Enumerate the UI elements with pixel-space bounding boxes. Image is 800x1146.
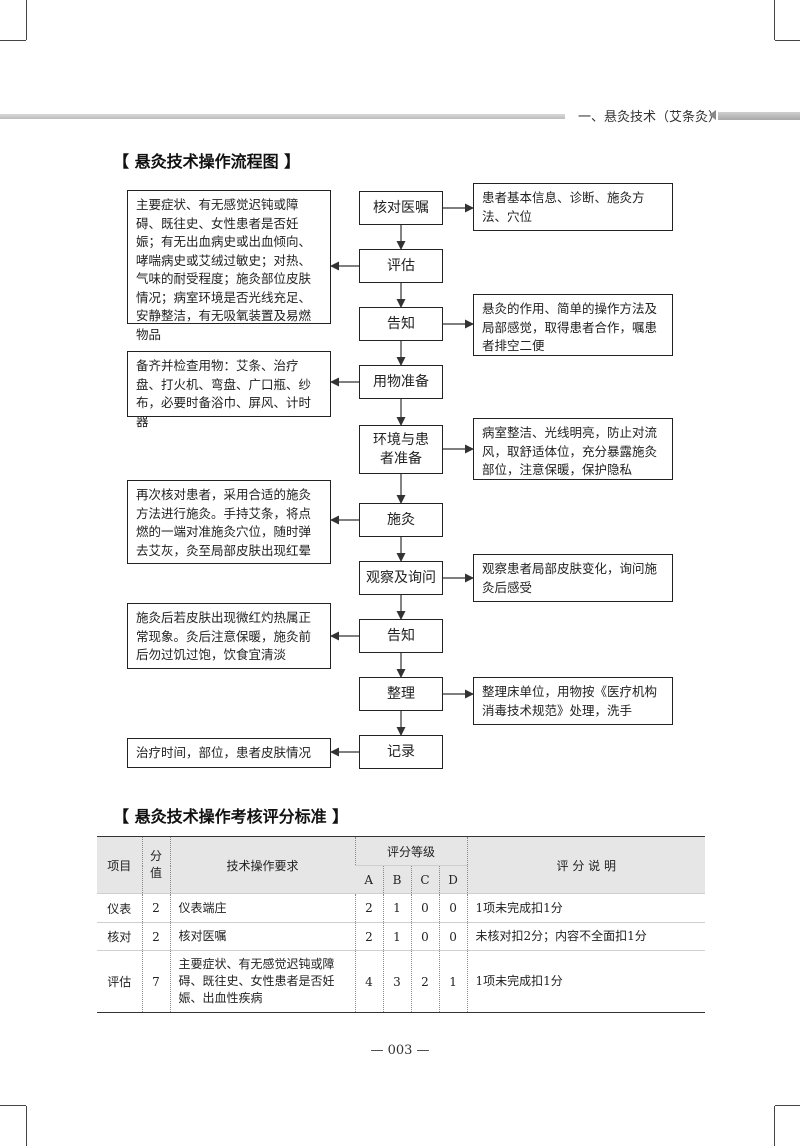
flow-step-prepare-supplies: 用物准备	[359, 365, 443, 399]
crop-mark	[0, 1105, 26, 1106]
row-requirement: 仪表端庄	[169, 893, 355, 923]
crop-mark	[26, 0, 27, 40]
row-explanation: 未核对扣2分；内容不全面扣1分	[466, 922, 706, 951]
flow-step-verify-order: 核对医嘱	[359, 191, 443, 225]
note-patient-info: 患者基本信息、诊断、施灸方法、穴位	[473, 183, 673, 231]
row-grade-c: 0	[410, 922, 439, 951]
note-moxibustion-method: 再次核对患者，采用合适的施灸方法进行施灸。手持艾条，将点燃的一端对准施灸穴位，随…	[127, 480, 331, 564]
row-item: 核对	[97, 922, 142, 951]
note-supplies: 备齐并检查用物：艾条、治疗盘、打火机、弯盘、广口瓶、纱布，必要时备浴巾、屏风、计…	[127, 351, 331, 429]
row-explanation: 1项未完成扣1分	[466, 950, 706, 1013]
row-item: 评估	[97, 950, 142, 1013]
table-row: 仪表 2 仪表端庄 2 1 0 0 1项未完成扣1分	[97, 893, 706, 923]
crop-mark	[26, 1106, 27, 1146]
row-explanation: 1项未完成扣1分	[466, 893, 706, 923]
crop-mark	[775, 40, 800, 41]
page-number: — 003 —	[370, 1043, 430, 1058]
row-grade-a: 4	[354, 950, 383, 1013]
row-grade-d: 0	[438, 922, 468, 951]
flow-step-inform: 告知	[359, 307, 443, 341]
note-observation: 观察患者局部皮肤变化，询问施灸后感受	[473, 554, 673, 602]
header-grade: 评分等级	[354, 836, 468, 866]
flowchart-section-title: 【 悬灸技术操作流程图 】	[113, 152, 301, 171]
header-item: 项目	[97, 836, 142, 894]
row-requirement: 主要症状、有无感觉迟钝或障碍、既往史、女性患者是否妊娠、出血性疾病	[169, 950, 355, 1013]
note-after-care: 施灸后若皮肤出现微红灼热属正常现象。灸后注意保暖，施灸前后勿过饥过饱，饮食宜清淡	[127, 603, 331, 669]
row-points: 7	[141, 950, 170, 1013]
row-grade-d: 1	[438, 950, 468, 1013]
row-grade-a: 2	[354, 893, 383, 923]
row-grade-d: 0	[438, 893, 468, 923]
note-tidy: 整理床单位，用物按《医疗机构消毒技术规范》处理，洗手	[473, 677, 673, 725]
crop-mark	[775, 1105, 800, 1106]
header-rule	[0, 114, 565, 119]
row-points: 2	[141, 893, 170, 923]
header-grade-c: C	[410, 865, 439, 894]
flowchart-connectors	[330, 203, 474, 757]
note-environment: 病室整洁、光线明亮，防止对流风，取舒适体位，充分暴露施灸部位，注意保暖，保护隐私	[473, 418, 673, 480]
header-points: 分值	[141, 836, 170, 894]
chapter-title: 一、悬灸技术（艾条灸）	[578, 110, 722, 125]
header-explanation: 评 分 说 明	[466, 836, 706, 894]
flow-step-observe: 观察及询问	[359, 561, 443, 595]
row-grade-b: 1	[382, 922, 411, 951]
flow-step-tidy: 整理	[359, 677, 443, 711]
flow-step-inform-after: 告知	[359, 619, 443, 653]
header-grade-a: A	[355, 865, 383, 894]
table-row: 评估 7 主要症状、有无感觉迟钝或障碍、既往史、女性患者是否妊娠、出血性疾病 4…	[97, 950, 706, 1013]
note-assessment-details: 主要症状、有无感觉迟钝或障碍、既往史、女性患者是否妊娠；有无出血病史或出血倾向、…	[127, 190, 331, 342]
table-row: 核对 2 核对医嘱 2 1 0 0 未核对扣2分；内容不全面扣1分	[97, 922, 706, 951]
crop-mark	[774, 0, 775, 40]
row-grade-c: 2	[410, 950, 439, 1013]
flow-step-assess: 评估	[359, 249, 443, 283]
note-record-content: 治疗时间，部位，患者皮肤情况	[127, 738, 331, 768]
flow-step-moxibustion: 施灸	[359, 503, 443, 537]
row-grade-b: 1	[382, 893, 411, 923]
row-grade-b: 3	[382, 950, 411, 1013]
note-inform-content: 悬灸的作用、简单的操作方法及局部感觉，取得患者合作，嘱患者排空二便	[473, 294, 673, 356]
triangle-icon	[709, 110, 716, 120]
crop-mark	[0, 40, 26, 41]
row-grade-c: 0	[410, 893, 439, 923]
header-grade-b: B	[382, 865, 411, 894]
header-rule-right	[718, 112, 800, 120]
flow-step-prepare-environment: 环境与患者准备	[359, 425, 443, 474]
header-grade-d: D	[438, 865, 468, 894]
crop-mark	[774, 1106, 775, 1146]
score-section-title: 【 悬灸技术操作考核评分标准 】	[113, 807, 349, 826]
row-requirement: 核对医嘱	[169, 922, 355, 951]
row-grade-a: 2	[354, 922, 383, 951]
flow-step-record: 记录	[359, 735, 443, 769]
row-item: 仪表	[97, 893, 142, 923]
score-table: 项目 分值 技术操作要求 评分等级 评 分 说 明 A B C D 仪表 2 仪…	[97, 836, 706, 1013]
header-requirement: 技术操作要求	[169, 836, 355, 894]
row-points: 2	[141, 922, 170, 951]
